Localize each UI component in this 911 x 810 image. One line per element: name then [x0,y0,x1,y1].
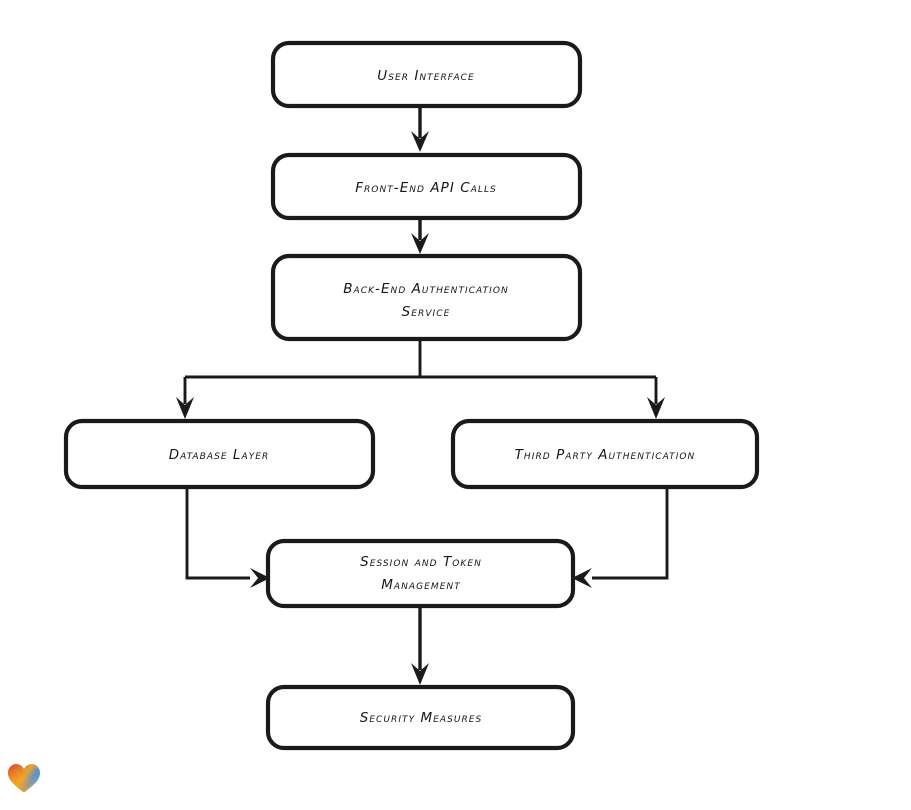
arrow-head-database-session [250,568,270,588]
node-third-party-authentication[interactable]: Third Party Authentication [450,418,760,490]
edge-user-interface-to-front-end-api-calls [411,106,429,152]
node-box-back-end-authentication-service[interactable] [270,253,583,342]
edge-line-thirdparty-session [592,487,669,580]
arrow-head-api-backend [411,233,429,254]
heart-shape-overlay [8,764,40,793]
node-label-user-interface: User Interface [377,68,474,84]
node-label-security-measures: Security Measures [360,710,483,726]
edge-third-party-to-session [572,487,669,588]
arrow-head-ui-api [411,131,429,152]
heart-icon [8,764,40,793]
node-label-database-layer: Database Layer [169,447,270,463]
node-label-back-end-authentication-line1: Back-End Authentication [343,281,509,297]
node-front-end-api-calls[interactable]: Front-End API Calls [270,152,583,221]
node-database-layer[interactable]: Database Layer [63,418,376,490]
node-label-third-party-authentication: Third Party Authentication [515,447,696,463]
node-box-front-end-api-calls[interactable] [270,152,583,221]
node-box-user-interface[interactable] [270,40,583,109]
node-label-front-end-api-calls: Front-End API Calls [355,180,497,196]
node-box-third-party-authentication[interactable] [450,418,760,490]
edge-database-layer-to-session [185,487,270,588]
node-label-session-line1: Session and Token [360,554,482,570]
node-box-database-layer[interactable] [63,418,376,490]
edge-session-to-security-measures [411,606,429,685]
node-user-interface[interactable]: User Interface [270,40,583,109]
node-session-and-token-management[interactable]: Session and Token Management [265,538,576,609]
node-back-end-authentication-service[interactable]: Back-End Authentication Service [270,253,583,342]
arrow-head-backend-database [176,397,194,419]
node-box-session-and-token-management[interactable] [265,538,576,609]
arrow-head-session-security [411,663,429,685]
node-security-measures[interactable]: Security Measures [265,684,576,751]
node-label-back-end-authentication-line2: Service [402,304,451,320]
arrow-head-backend-thirdparty [647,397,665,419]
node-box-security-measures[interactable] [265,684,576,751]
arrow-head-thirdparty-session [572,568,592,588]
edge-line-database-session [185,487,250,580]
node-label-session-line2: Management [381,577,461,593]
edge-front-end-api-calls-to-back-end [411,218,429,254]
edge-back-end-split-branches [176,339,665,419]
